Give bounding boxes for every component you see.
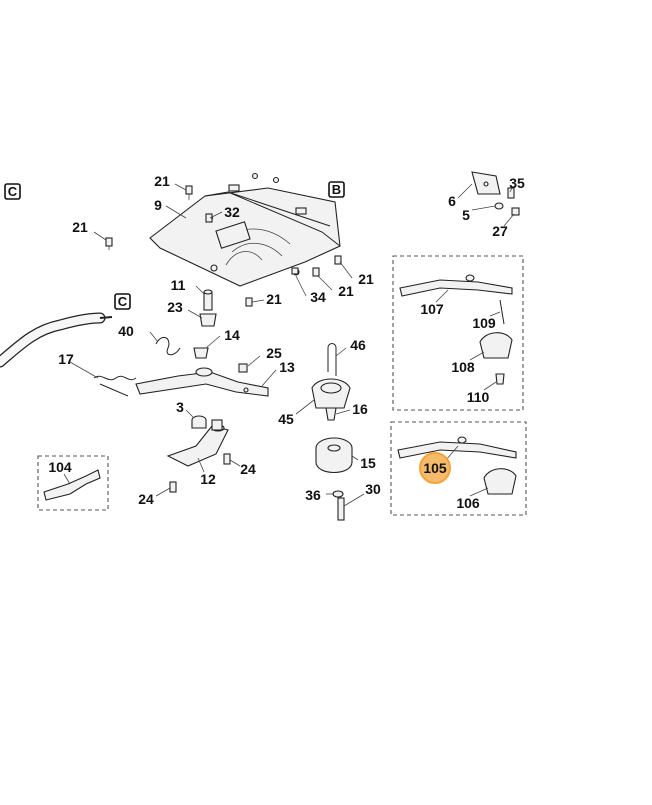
section-marker-c-left: C — [4, 183, 21, 200]
arm-107 — [399, 274, 513, 297]
bolt-35 — [507, 187, 515, 199]
callout-14: 14 — [224, 327, 240, 343]
rod-109 — [499, 299, 505, 325]
bracket-6 — [471, 171, 501, 195]
callout-109: 109 — [472, 315, 496, 331]
bolt-21-a — [185, 185, 193, 200]
washer-3 — [191, 415, 207, 429]
section-marker-c-mid: C — [114, 293, 131, 310]
clip-23 — [199, 313, 217, 327]
bracket-104 — [43, 469, 101, 501]
kit-box-lower — [390, 421, 527, 516]
idler-bracket-45 — [311, 378, 351, 409]
bolt-24-a — [223, 453, 231, 465]
callout-12: 12 — [200, 471, 216, 487]
callout-105: 105 — [423, 460, 447, 476]
cover-106 — [483, 468, 517, 495]
callout-15: 15 — [360, 455, 376, 471]
callout-21: 21 — [266, 291, 282, 307]
bolt-21-d — [245, 297, 253, 307]
wire-clip-40 — [155, 336, 181, 356]
callout-36: 36 — [305, 487, 321, 503]
spacer-110 — [495, 373, 505, 385]
svg-text:B: B — [332, 182, 341, 197]
callout-32: 32 — [224, 204, 240, 220]
leader-lines — [63, 183, 515, 507]
control-cable — [0, 312, 113, 368]
callout-6: 6 — [448, 193, 456, 209]
lever-arm-13 — [135, 367, 269, 397]
callout-13: 13 — [279, 359, 295, 375]
callout-24: 24 — [240, 461, 256, 477]
callout-24: 24 — [138, 491, 154, 507]
hook-46 — [327, 343, 337, 376]
svg-text:C: C — [8, 184, 18, 199]
callout-106: 106 — [456, 495, 480, 511]
nut-34 — [291, 267, 299, 275]
bushing-14 — [193, 347, 209, 359]
bolt-21-e — [312, 267, 320, 277]
bolt-21-b — [105, 237, 113, 250]
callout-21: 21 — [358, 271, 374, 287]
bolt-24-b — [169, 481, 177, 493]
callout-labels: 21 9 32 21 21 21 34 21 11 23 14 40 17 25… — [48, 173, 525, 511]
pulley-15 — [315, 437, 353, 474]
spring-17 — [93, 375, 137, 397]
callout-108: 108 — [451, 359, 475, 375]
highlight-105 — [419, 452, 451, 484]
washer-36 — [332, 490, 344, 498]
washer-5 — [494, 202, 504, 210]
bolt-30 — [337, 497, 345, 521]
callout-3: 3 — [176, 399, 184, 415]
svg-text:C: C — [118, 294, 128, 309]
bracket-12 — [166, 419, 229, 467]
callout-46: 46 — [350, 337, 366, 353]
callout-23: 23 — [167, 299, 183, 315]
callout-40: 40 — [118, 323, 134, 339]
callout-45: 45 — [278, 411, 294, 427]
cover-108 — [479, 332, 513, 359]
callout-16: 16 — [352, 401, 368, 417]
callout-25: 25 — [266, 345, 282, 361]
mounting-plate — [149, 172, 341, 287]
callout-5: 5 — [462, 207, 470, 223]
callout-110: 110 — [467, 389, 490, 405]
callout-30: 30 — [365, 481, 381, 497]
callout-11: 11 — [171, 277, 186, 293]
spacer-11 — [203, 289, 213, 311]
kit-box-upper — [392, 255, 524, 411]
arm-105 — [397, 436, 517, 459]
callout-21: 21 — [154, 173, 170, 189]
nut-25 — [238, 363, 248, 373]
bolt-32 — [205, 213, 213, 223]
callout-17: 17 — [58, 351, 74, 367]
callout-34: 34 — [310, 289, 326, 305]
callout-107: 107 — [420, 301, 444, 317]
callout-35: 35 — [509, 175, 525, 191]
spacer-16 — [325, 407, 337, 421]
nut-27 — [511, 207, 520, 216]
callout-21: 21 — [72, 219, 88, 235]
section-marker-b: B — [328, 181, 345, 198]
callout-21: 21 — [338, 283, 354, 299]
callout-104: 104 — [48, 459, 72, 475]
kit-box-104 — [37, 455, 109, 511]
callout-9: 9 — [154, 197, 162, 213]
callout-27: 27 — [492, 223, 508, 239]
bolt-21-c — [334, 255, 342, 265]
